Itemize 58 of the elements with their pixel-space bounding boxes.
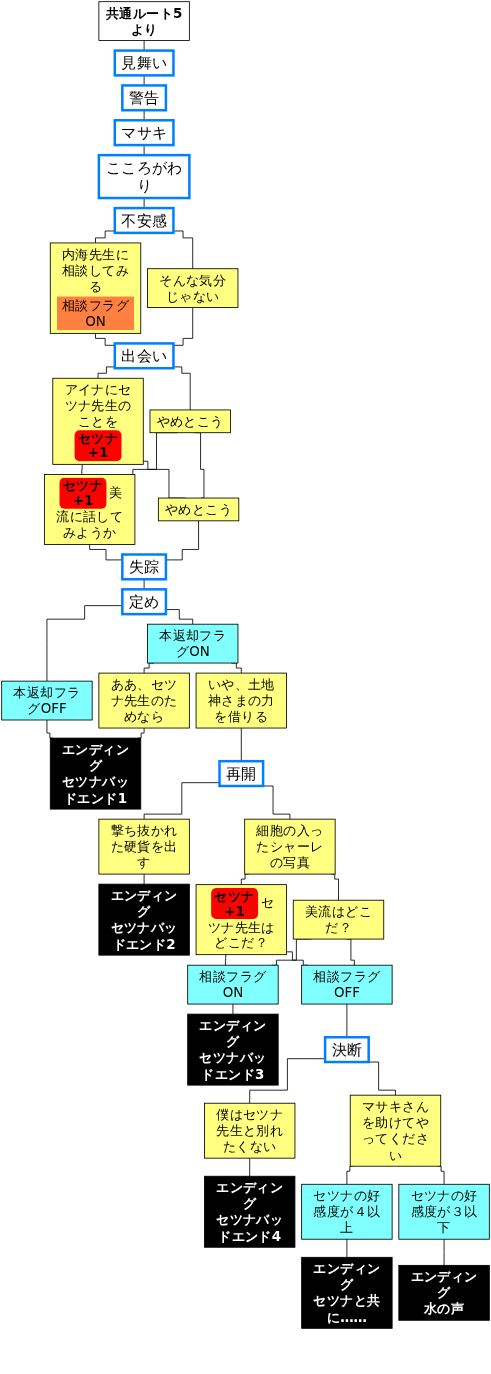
node-box: アイナにセツナ先生のことを セツナ +1	[52, 377, 144, 465]
connector	[137, 727, 145, 739]
connector	[249, 1058, 326, 1104]
node-box: 僕はセツナ先生と別れたくない	[204, 1102, 296, 1159]
node-box: セツナの好感度が３以下	[398, 1183, 490, 1240]
connector	[173, 307, 194, 346]
connector	[143, 782, 220, 820]
connector	[165, 520, 199, 561]
node-box: 決断	[323, 1035, 370, 1064]
connector	[232, 1003, 234, 1015]
connector	[249, 1157, 251, 1177]
node-box: 共通ルート5より	[98, 1, 190, 41]
node-box: 本返却フラグOFF	[1, 680, 93, 721]
node-box: エンディング セツナバッドエンド4	[204, 1175, 296, 1248]
connector	[346, 1165, 354, 1185]
node-box: エンディング セツナバッドエンド2	[98, 883, 190, 956]
connector	[346, 1238, 348, 1258]
node-box: 定め	[121, 588, 168, 616]
node-box: やめとこう	[157, 497, 240, 522]
connector	[46, 605, 123, 682]
node-box: マサキ	[113, 119, 175, 147]
connector	[81, 463, 84, 475]
node-box: 再開	[218, 759, 265, 788]
node-box: 相談フラグOFF	[301, 964, 393, 1005]
node-box: 不安感	[113, 206, 175, 235]
connector	[165, 609, 194, 625]
connector	[173, 366, 191, 411]
connector	[143, 40, 145, 51]
node-box: エンディング セツナバッドエンド1	[49, 737, 142, 810]
node-box: 見舞い	[113, 49, 175, 77]
node-box: マサキさんを助けてやってください	[349, 1094, 442, 1167]
node-box: 警告	[121, 84, 168, 112]
node-box: エンディング 水の声	[398, 1264, 490, 1321]
node-box: 失踪	[121, 553, 168, 581]
connector	[143, 873, 145, 885]
connector	[225, 954, 228, 966]
node-box: いや、土地神さまの力を借りる	[195, 672, 287, 729]
node-box: エンディング セツナバッドエンド3	[187, 1013, 279, 1086]
node-box: 撃ち抜かれた硬貨を出す	[98, 818, 190, 875]
node-box: やめとこう	[149, 409, 231, 434]
node-box: 出会い	[113, 342, 175, 370]
node-box: 内海先生に相談してみる 相談フラグON	[49, 242, 142, 334]
connector	[240, 727, 242, 762]
node-box: セツナの好感度が４以上	[301, 1183, 393, 1240]
node-box: ああ、セツナ先生のためなら	[98, 672, 190, 729]
connector	[173, 230, 194, 270]
node-box: 細胞の入ったシャーレの写真	[244, 818, 336, 875]
connector	[46, 719, 54, 739]
node-box: こころがわり	[97, 153, 191, 200]
connector	[437, 1165, 445, 1185]
node-box: 本返却フラグON	[147, 623, 239, 664]
node-box: そんな気分じゃない	[147, 268, 239, 308]
node-box: 美流はどこだ？	[292, 899, 385, 940]
node-box: エンディング セツナと共に……	[301, 1256, 393, 1329]
connector	[89, 544, 123, 561]
connector	[346, 1003, 348, 1038]
connector	[443, 1238, 445, 1266]
node-box: 相談フラグON	[187, 964, 279, 1005]
